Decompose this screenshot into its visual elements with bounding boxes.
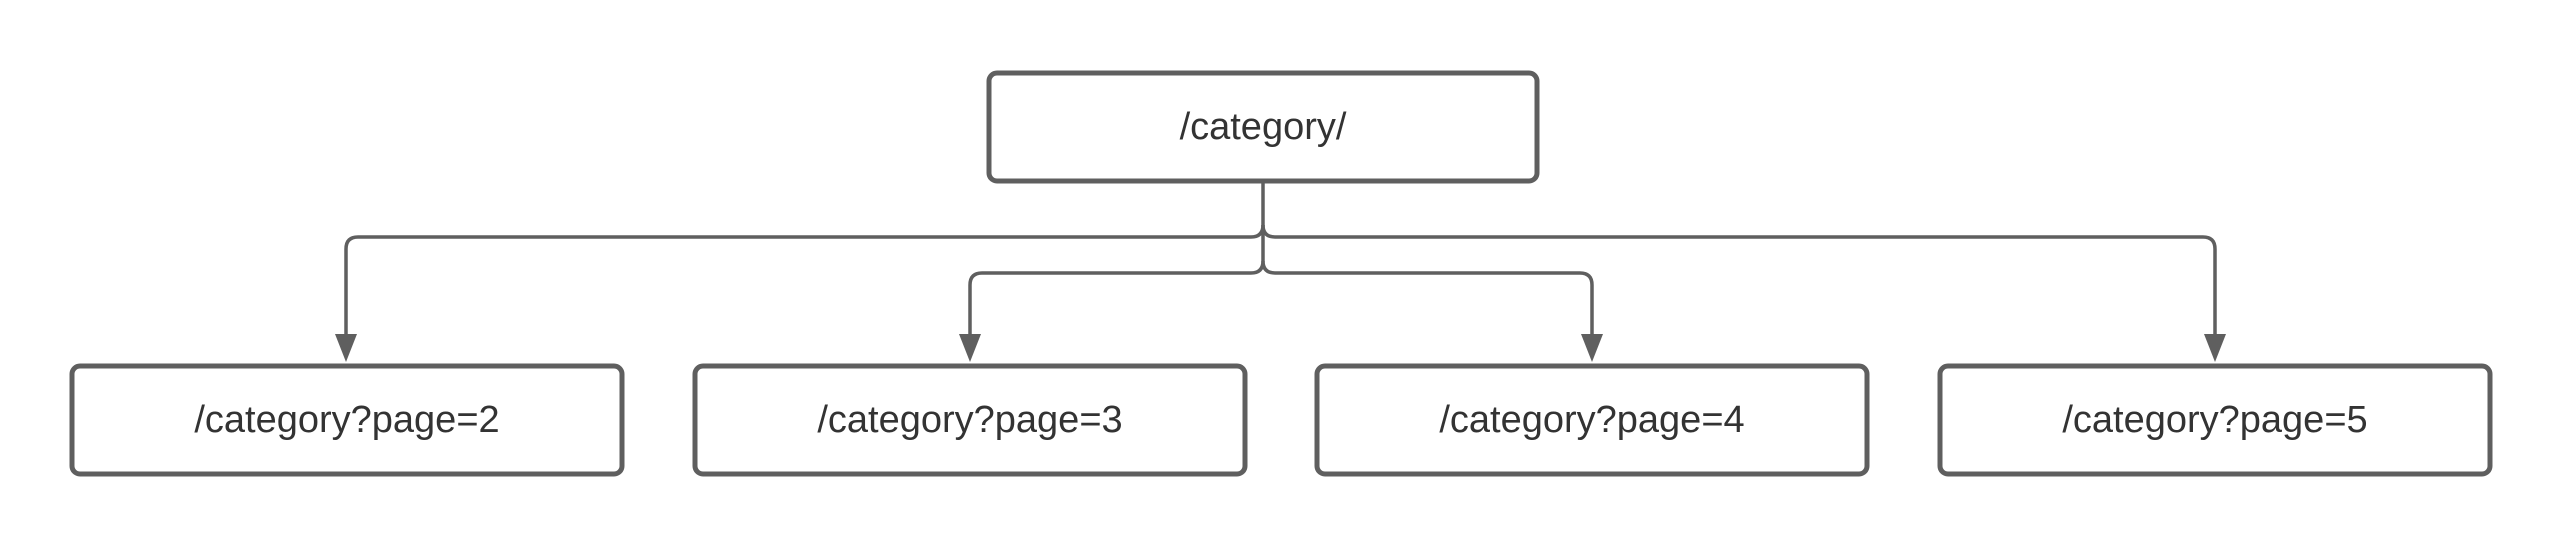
- child-node-label: /category?page=2: [194, 399, 499, 441]
- arrowhead-page-5: [2204, 334, 2226, 362]
- connectors: [335, 183, 2226, 362]
- edge-to-page-4: [1261, 260, 1594, 340]
- child-node-box: [69, 363, 625, 477]
- child-node-page-5: /category?page=5: [1937, 363, 2493, 477]
- root-node: /category/: [986, 70, 1540, 184]
- child-node-label: /category?page=3: [817, 399, 1122, 441]
- edge-to-page-2: [344, 224, 1265, 340]
- root-node-label: /category/: [1180, 106, 1347, 148]
- child-node-box: [1937, 363, 2493, 477]
- child-node-box: [1314, 363, 1870, 477]
- child-node-label: /category?page=4: [1439, 399, 1744, 441]
- arrowhead-page-2: [335, 334, 357, 362]
- child-node-page-2: /category?page=2: [69, 363, 625, 477]
- root-node-box: [986, 70, 1540, 184]
- child-node-label: /category?page=5: [2062, 399, 2367, 441]
- child-node-page-4: /category?page=4: [1314, 363, 1870, 477]
- arrowhead-page-4: [1581, 334, 1603, 362]
- edge-to-page-3: [968, 260, 1265, 340]
- child-node-box: [692, 363, 1248, 477]
- arrowhead-page-3: [959, 334, 981, 362]
- child-node-page-3: /category?page=3: [692, 363, 1248, 477]
- edge-to-page-5: [1261, 224, 2217, 340]
